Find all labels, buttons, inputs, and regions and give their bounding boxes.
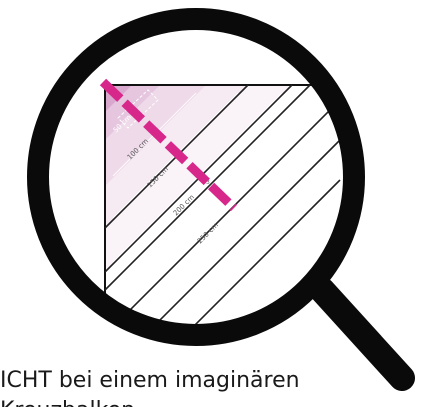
diagonal-lines — [104, 84, 341, 329]
magnifier-handle — [309, 277, 415, 391]
caption: ICHT bei einem imaginären Kreuzbalken — [0, 367, 300, 407]
caption-line-1: ICHT bei einem imaginären — [0, 368, 300, 393]
diagonal-line — [129, 139, 341, 329]
diagonal-line — [169, 179, 341, 329]
imaginary-crossbar — [99, 78, 238, 212]
diagonal-line — [104, 84, 311, 291]
dashed-board-50 — [117, 89, 159, 129]
diagonal-line — [104, 99, 341, 329]
dashed-box-50 — [117, 89, 159, 129]
caption-line-2: Kreuzbalken — [0, 397, 135, 407]
marker-3: 3 — [206, 179, 210, 186]
lens-content: 50 cm 100 cm 150 cm 200 cm 250 cm 1 2 3 — [44, 25, 348, 329]
magnifier-ring — [27, 8, 365, 346]
